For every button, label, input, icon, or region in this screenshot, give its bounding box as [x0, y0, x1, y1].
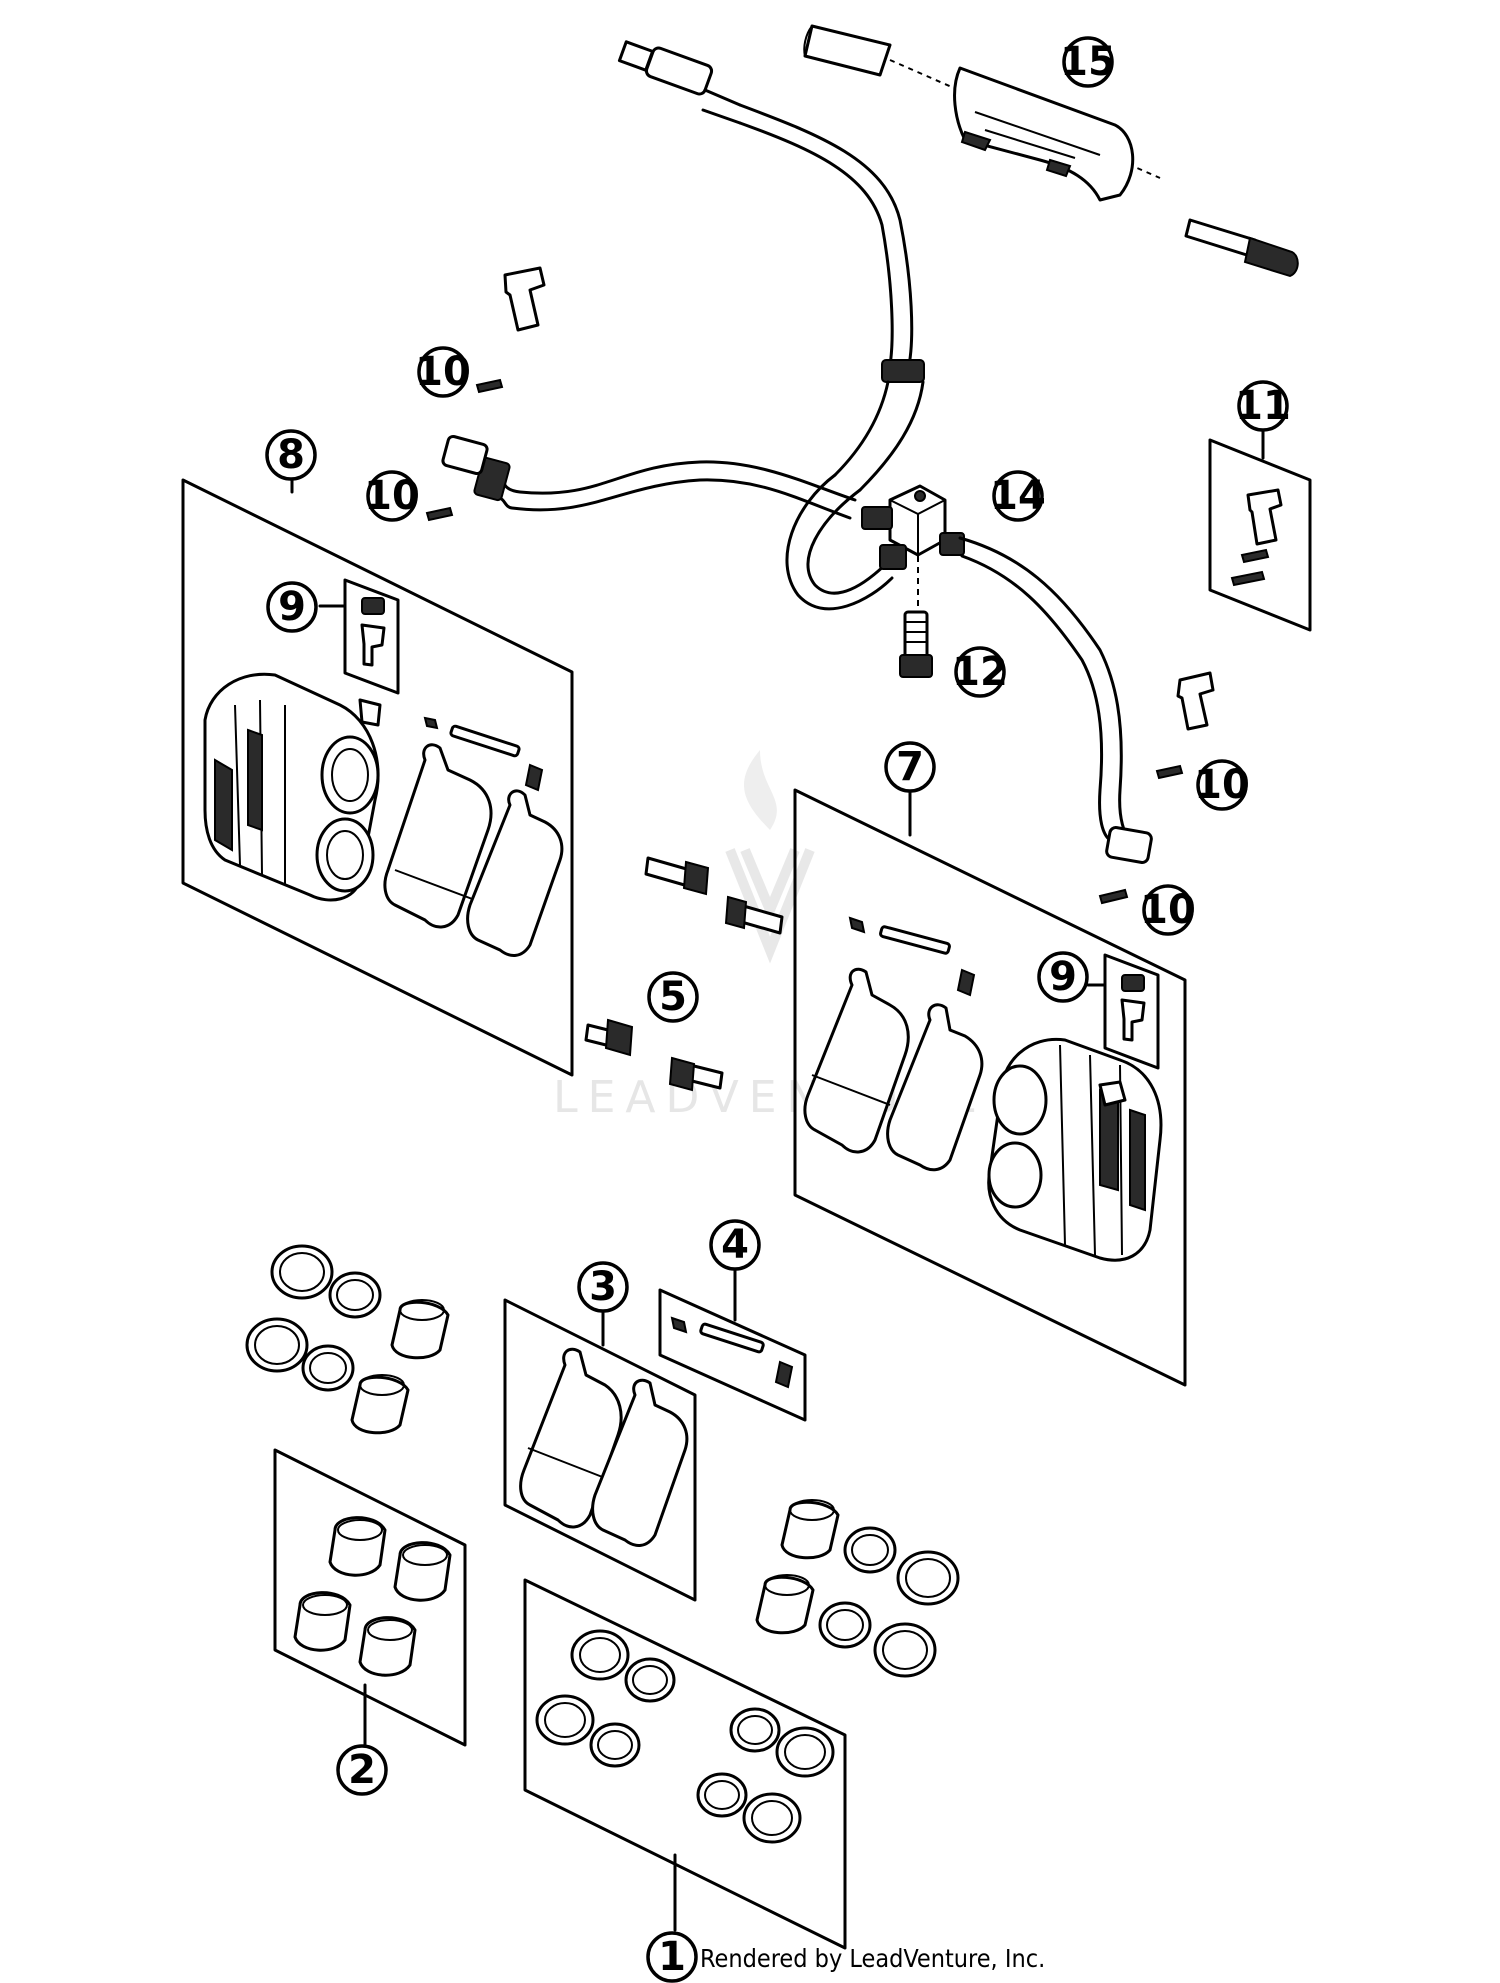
- callout-1-label: 1: [658, 1934, 686, 1980]
- banjo-bolt: [899, 610, 933, 678]
- kit-9-left: [318, 578, 400, 695]
- kit-3: [503, 1298, 697, 1602]
- callout-9-b: 9: [1037, 951, 1089, 1003]
- callout-3: 3: [577, 1261, 629, 1313]
- callout-9-b-label: 9: [1049, 954, 1077, 1000]
- callout-12-label: 12: [952, 649, 1008, 695]
- callout-3-label: 3: [589, 1264, 617, 1310]
- kit-4: [658, 1258, 807, 1422]
- callout-8: 8: [265, 429, 317, 481]
- callout-10-a: 10: [415, 346, 471, 398]
- piston-seals-left: [245, 1244, 450, 1435]
- leader-lines: [290, 426, 1265, 797]
- callout-14: 14: [990, 470, 1046, 522]
- callout-5-label: 5: [659, 974, 687, 1020]
- kit-2: [273, 1448, 467, 1747]
- callout-15: 15: [1060, 36, 1116, 88]
- callout-1: 1: [646, 1931, 698, 1983]
- kit-1: [523, 1578, 847, 1950]
- kit-11: [1208, 436, 1312, 632]
- callout-10-b-label: 10: [364, 473, 420, 519]
- callout-9-a-label: 9: [278, 584, 306, 630]
- render-credit: Rendered by LeadVenture, Inc.: [700, 1944, 1046, 1973]
- callout-11: 11: [1235, 380, 1291, 432]
- brake-hose: [441, 40, 1153, 864]
- hose-guard: [803, 24, 1299, 278]
- callout-7: 7: [884, 741, 936, 793]
- piston-seals-right: [755, 1499, 960, 1678]
- callout-10-b: 10: [364, 470, 420, 522]
- callout-10-a-label: 10: [415, 349, 471, 395]
- callout-12: 12: [952, 646, 1008, 698]
- callout-10-c: 10: [1194, 759, 1250, 811]
- mounting-bolts: [584, 856, 784, 1092]
- callout-11-label: 11: [1235, 383, 1291, 429]
- callout-4-label: 4: [721, 1222, 749, 1268]
- callout-5: 5: [647, 971, 699, 1023]
- callout-2: 2: [336, 1744, 388, 1796]
- callout-10-d: 10: [1140, 884, 1196, 936]
- callout-4: 4: [709, 1219, 761, 1271]
- callout-15-label: 15: [1060, 39, 1116, 85]
- callout-7-label: 7: [896, 744, 924, 790]
- caliper-7-group: [793, 788, 1187, 1387]
- callout-10-d-label: 10: [1140, 887, 1196, 933]
- bleeder-screws: [425, 266, 1215, 905]
- caliper-8-group: [181, 478, 574, 1077]
- callout-2-label: 2: [348, 1747, 376, 1793]
- callout-10-c-label: 10: [1194, 762, 1250, 808]
- kit-9-right: [1086, 953, 1160, 1070]
- callout-14-label: 14: [990, 473, 1046, 519]
- callout-8-label: 8: [277, 432, 305, 478]
- callout-9-a: 9: [266, 581, 318, 633]
